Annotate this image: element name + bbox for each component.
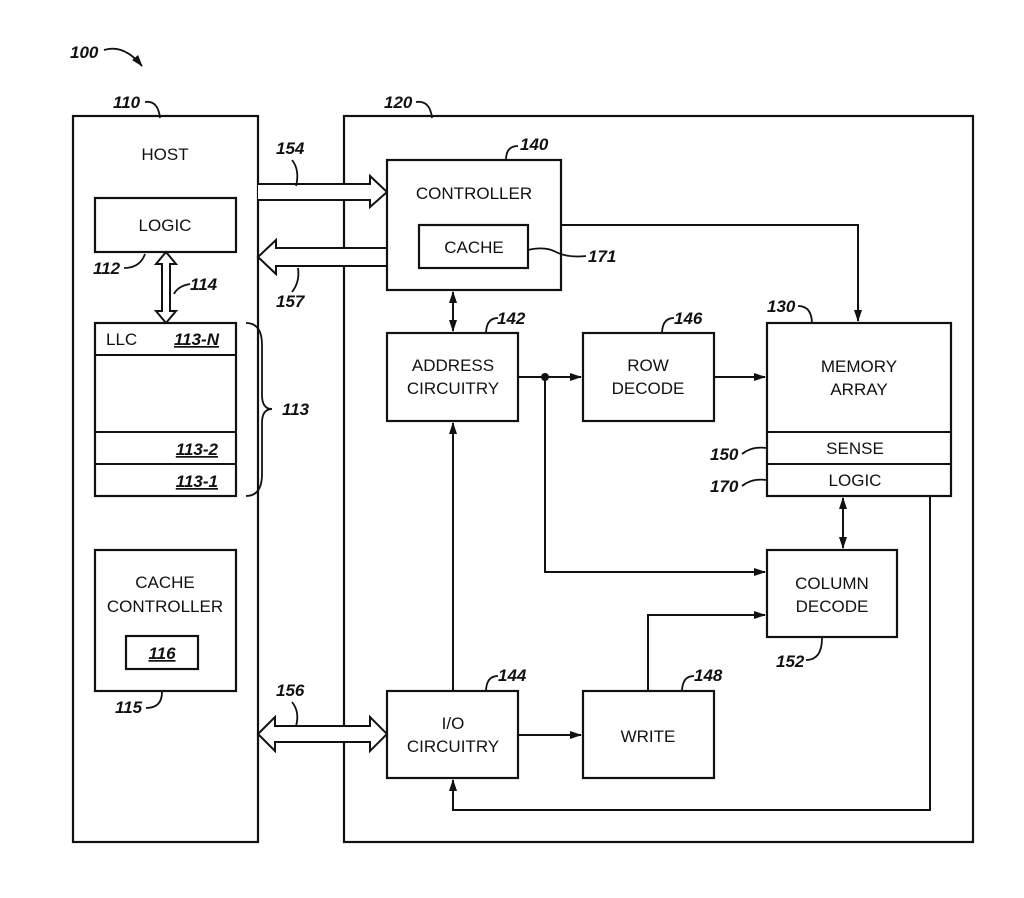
llc-slice-2: 113-2 — [176, 440, 219, 459]
address-ref: 142 — [497, 309, 526, 328]
io-line2: CIRCUITRY — [407, 737, 499, 756]
array-logic-label: LOGIC — [829, 471, 882, 490]
llc-block: LLC 113-N 113-2 113-1 113 — [95, 323, 310, 496]
memory-array-ref: 130 — [767, 297, 796, 316]
memory-array-line2: ARRAY — [830, 380, 887, 399]
cache-controller-line1: CACHE — [135, 573, 195, 592]
cache-controller-inner-ref: 116 — [148, 644, 176, 663]
write-label: WRITE — [621, 727, 676, 746]
row-decode-ref: 146 — [674, 309, 703, 328]
bus-154-leader — [292, 160, 297, 186]
column-decode-ref: 152 — [776, 652, 805, 671]
cache-controller-line2: CONTROLLER — [107, 597, 223, 616]
host-ref: 110 — [113, 93, 141, 112]
controller-label: CONTROLLER — [416, 184, 532, 203]
sense-ref: 150 — [710, 445, 739, 464]
sense-label: SENSE — [826, 439, 884, 458]
host-logic-ref: 112 — [93, 259, 121, 278]
bus-157-leader — [292, 268, 298, 292]
row-decode-line1: ROW — [627, 356, 669, 375]
controller-cache-label: CACHE — [444, 238, 504, 257]
llc-slice-1: 113-1 — [176, 472, 218, 491]
llc-slice-n: 113-N — [174, 330, 220, 349]
controller-ref: 140 — [520, 135, 549, 154]
column-decode-line2: DECODE — [796, 597, 869, 616]
device-ref: 120 — [384, 93, 413, 112]
bus-154-ref: 154 — [276, 139, 305, 158]
host-logic-label: LOGIC — [139, 216, 192, 235]
array-logic-ref: 170 — [710, 477, 739, 496]
cache-controller-block: CACHE CONTROLLER 116 115 — [95, 550, 236, 717]
bus-156-ref: 156 — [276, 681, 305, 700]
cache-controller-ref: 115 — [115, 698, 143, 717]
column-decode-line1: COLUMN — [795, 574, 869, 593]
address-line2: CIRCUITRY — [407, 379, 499, 398]
llc-label: LLC — [106, 330, 137, 349]
write-ref: 148 — [694, 666, 723, 685]
figure-ref-arrow — [104, 49, 142, 66]
memory-array-line1: MEMORY — [821, 357, 897, 376]
figure-ref: 100 — [70, 43, 99, 62]
llc-group-ref: 113 — [282, 400, 310, 419]
bus-156-leader — [292, 702, 297, 726]
row-decode-line2: DECODE — [612, 379, 685, 398]
host-title: HOST — [141, 145, 188, 164]
address-line1: ADDRESS — [412, 356, 494, 375]
logic-llc-link-ref: 114 — [190, 275, 218, 294]
io-line1: I/O — [442, 714, 465, 733]
io-ref: 144 — [498, 666, 527, 685]
controller-cache-ref: 171 — [588, 247, 616, 266]
bus-157-ref: 157 — [276, 292, 306, 311]
